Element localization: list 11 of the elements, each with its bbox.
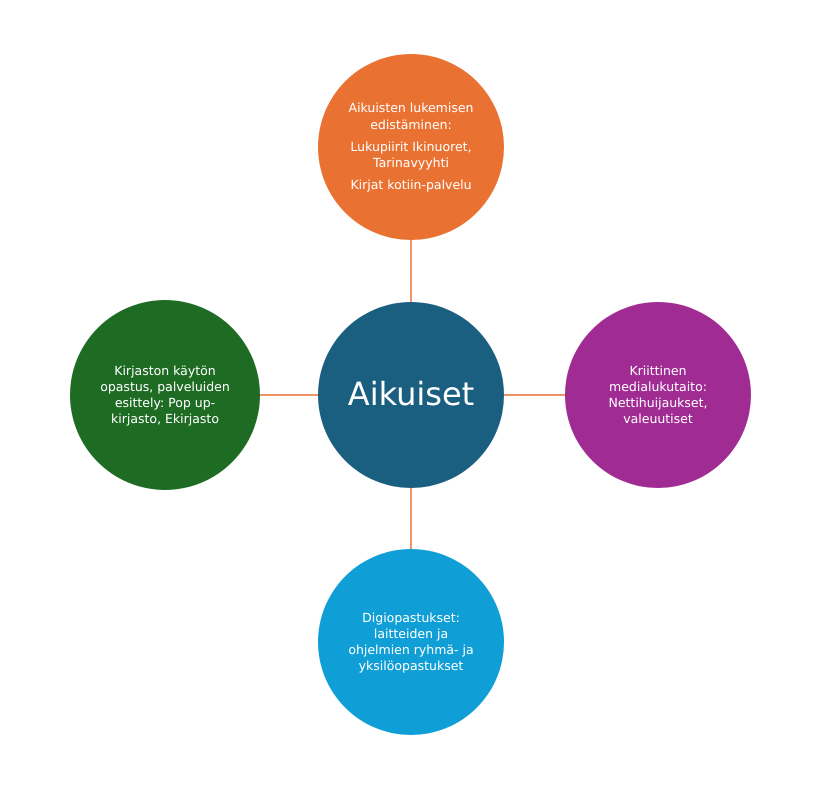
topic-text: Kirjaston käytön opastus, palveluiden esittely: Pop up-kirjasto, Ekirjasto bbox=[99, 362, 231, 428]
connector-line bbox=[410, 240, 412, 302]
connector-line bbox=[410, 488, 412, 549]
connector-line bbox=[504, 394, 565, 396]
topic-text: Lukupiirit Ikinuoret, Tarinavyyhti bbox=[349, 138, 473, 172]
topic-text: Aikuiset bbox=[348, 374, 474, 416]
topic-text: Aikuisten lukemisen edistäminen: bbox=[348, 100, 474, 133]
topic-text: Kirjat kotiin-palvelu bbox=[350, 177, 472, 194]
topic-text: Digiopastukset: laitteiden ja ohjelmien ryhmä- ja yksilöopastukset bbox=[347, 610, 475, 674]
topic-text: Kriittinen medialukutaito: Nettihuijaukset, valeuutiset bbox=[607, 362, 708, 428]
connector-line bbox=[260, 394, 318, 396]
